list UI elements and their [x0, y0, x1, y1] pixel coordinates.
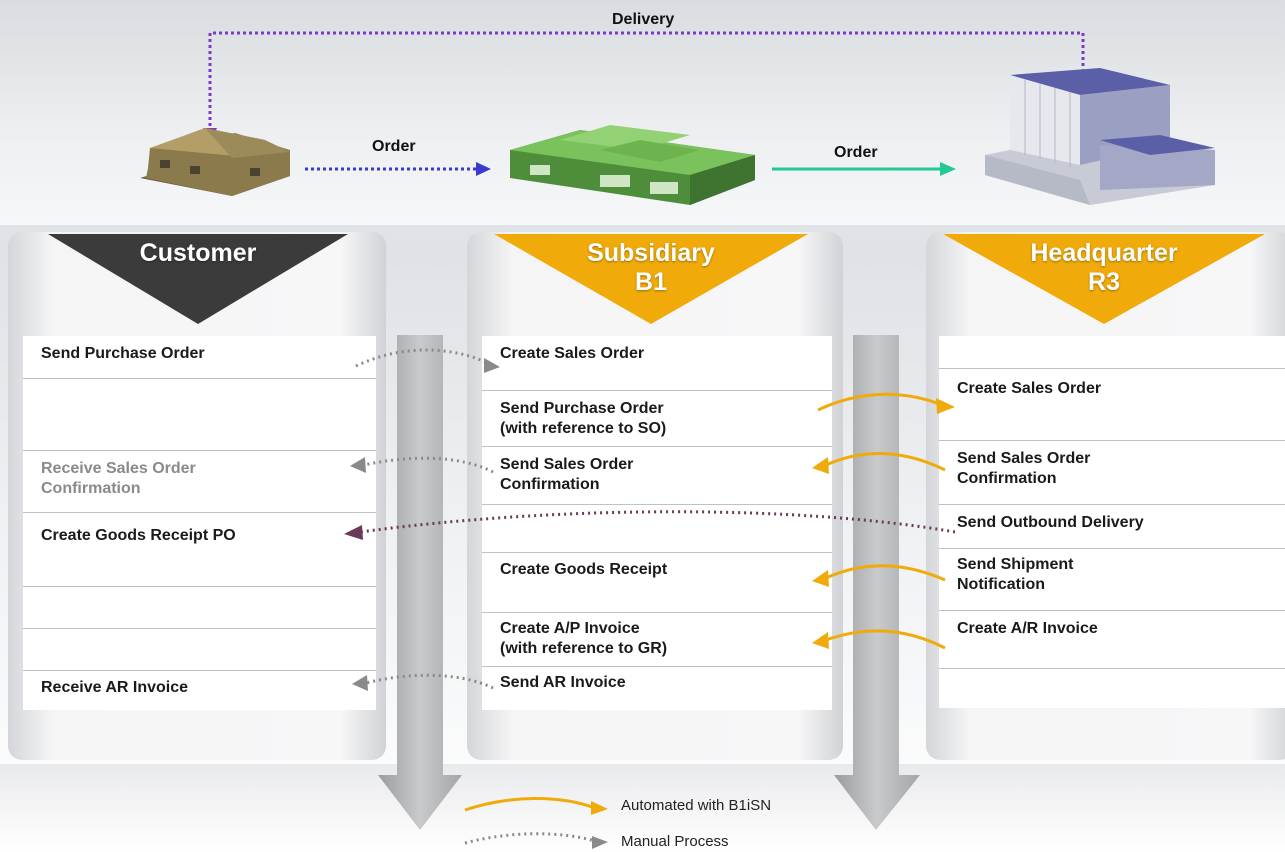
manual-arrowhead-ar-invoice: [352, 675, 368, 691]
legend-automated-arrow: [464, 797, 596, 812]
subsidiary-cell-send-purchase-order: Send Purchase Order (with reference to S…: [482, 390, 832, 446]
customer-lane-title: Customer: [139, 239, 257, 267]
manual-arrow-send-po: [355, 348, 491, 368]
bottom-reflection: [0, 764, 1285, 852]
subsidiary-cell-send-ar-invoice: Send AR Invoice: [482, 666, 832, 710]
subsidiary-building-icon: [510, 125, 755, 205]
manual-arrowhead-send-po: [484, 358, 500, 373]
lane-headers: [48, 234, 1265, 324]
manual-arrowhead-outbound-delivery: [344, 525, 363, 540]
customer-house-icon: [140, 128, 290, 196]
subsidiary-lane-title: Subsidiary: [587, 239, 715, 267]
automated-arrow-invoice: [825, 629, 946, 650]
customer-cell-create-goods-receipt-po: Create Goods Receipt PO: [23, 512, 376, 586]
legend-automated-arrowhead: [591, 801, 608, 815]
manual-arrowhead-so-confirmation: [350, 457, 366, 473]
headquarter-cell-send-so-confirmation: Send Sales Order Confirmation: [939, 440, 1285, 504]
legend-manual-arrowhead: [592, 836, 608, 849]
automated-arrow-so-confirmation: [825, 452, 946, 472]
subsidiary-lane-subtitle: B1: [635, 268, 667, 296]
automated-arrow-send-po: [817, 392, 943, 412]
headquarter-building-icon: [985, 68, 1215, 205]
order-arrowhead-1: [476, 162, 491, 176]
delivery-label: Delivery: [612, 11, 675, 28]
order-label-1: Order: [372, 138, 416, 155]
manual-arrow-so-confirmation: [363, 456, 494, 474]
customer-cell-receive-so-confirmation: Receive Sales Order Confirmation: [23, 450, 376, 512]
subsidiary-cell-empty: [482, 504, 832, 552]
subsidiary-cell-create-ap-invoice: Create A/P Invoice (with reference to GR…: [482, 612, 832, 666]
automated-arrowhead-send-po: [936, 398, 955, 414]
headquarter-cell-send-outbound-delivery: Send Outbound Delivery: [939, 504, 1285, 548]
subsidiary-cell-create-sales-order: Create Sales Order: [482, 336, 832, 390]
top-flow-diagram: [140, 31, 1215, 205]
headquarter-cell-empty-1: [939, 336, 1285, 368]
customer-cell-empty-3: [23, 628, 376, 670]
subsidiary-cell-send-so-confirmation: Send Sales Order Confirmation: [482, 446, 832, 504]
automated-arrow-shipment: [825, 564, 946, 582]
headquarter-lane-subtitle: R3: [1088, 268, 1120, 296]
subsidiary-cell-create-goods-receipt: Create Goods Receipt: [482, 552, 832, 612]
order-arrowhead-2: [940, 162, 956, 176]
legend-manual-label: Manual Process: [621, 833, 729, 850]
headquarter-cell-create-sales-order: Create Sales Order: [939, 368, 1285, 440]
customer-cell-send-purchase-order: Send Purchase Order: [23, 336, 376, 378]
customer-cell-empty-2: [23, 586, 376, 628]
headquarter-lane-title: Headquarter: [1030, 239, 1178, 267]
legend-manual-arrow: [464, 832, 596, 845]
order-label-2: Order: [834, 144, 878, 161]
headquarter-cell-empty-2: [939, 668, 1285, 708]
manual-arrow-outbound-delivery: [359, 510, 956, 534]
automated-arrowhead-so-confirmation: [812, 457, 829, 474]
manual-arrow-ar-invoice: [365, 673, 494, 690]
automated-arrowhead-shipment: [812, 570, 829, 587]
headquarter-header-triangle: [943, 234, 1265, 324]
customer-cell-receive-ar-invoice: Receive AR Invoice: [23, 670, 376, 710]
subsidiary-header-triangle: [494, 234, 808, 324]
headquarter-cell-send-shipment-notification: Send Shipment Notification: [939, 548, 1285, 610]
down-arrow-right: [834, 335, 920, 830]
legend-automated-label: Automated with B1iSN: [621, 797, 772, 814]
customer-cell-empty-1: [23, 378, 376, 450]
headquarter-cell-create-ar-invoice: Create A/R Invoice: [939, 610, 1285, 668]
delivery-line: [208, 31, 1085, 130]
automated-arrowhead-invoice: [812, 632, 829, 649]
customer-header-triangle: [48, 234, 348, 324]
